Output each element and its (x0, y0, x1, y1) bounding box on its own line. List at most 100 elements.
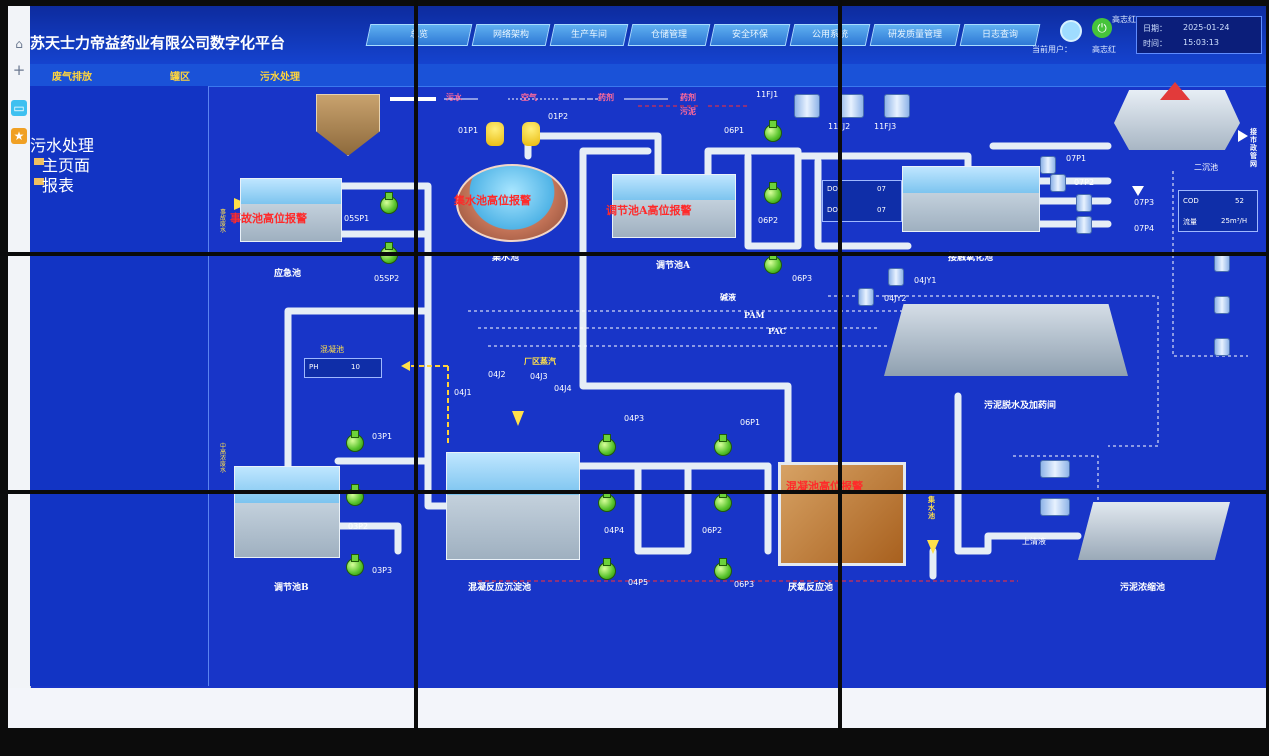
label-04p3: 04P3 (624, 414, 645, 423)
subtab-exhaust[interactable]: 废气排放 (52, 72, 92, 83)
collection-tank[interactable] (456, 164, 568, 242)
pump-04jy1-icon[interactable] (888, 268, 904, 286)
regulating-pool-b[interactable] (234, 466, 340, 558)
label-accident-inflow: 事故废水 (220, 209, 227, 234)
current-user-label: 当前用户： (1032, 45, 1072, 54)
plus-icon[interactable]: + (12, 61, 26, 79)
contact-oxidation-pool[interactable] (902, 166, 1040, 232)
regulating-pool-a[interactable] (612, 174, 736, 238)
pump-04p3-icon[interactable] (598, 434, 616, 456)
user-avatar-icon[interactable] (1060, 20, 1082, 42)
label-03p1: 03P1 (372, 432, 393, 441)
label-04j2: 04J2 (488, 370, 506, 379)
subtab-tank-farm[interactable]: 罐区 (170, 72, 190, 83)
ph-value: 10 (351, 363, 360, 371)
legend-acid-2: 药剂 (680, 92, 696, 102)
label-06p3-top: 06P3 (792, 274, 813, 283)
label-06p3-bottom: 06P3 (734, 580, 755, 589)
wall-display: ⌂ + ▭ ★ ⚙ 苏天士力帝益药业有限公司数字化平台 总览 网络架构 生产车间… (8, 6, 1266, 728)
fan-11fj3-icon[interactable] (884, 94, 910, 118)
pump-05sp1-icon[interactable] (380, 192, 398, 214)
label-01p1: 01P1 (458, 126, 479, 135)
pump-right-3-icon[interactable] (1214, 338, 1230, 356)
screen-icon[interactable]: ▭ (11, 100, 27, 116)
pump-06p3-bottom-icon[interactable] (714, 558, 732, 580)
fan-11fj2-icon[interactable] (838, 94, 864, 118)
legend-air: 空气 (521, 92, 537, 102)
wall-bezel-2 (838, 0, 842, 730)
label-anoxic-reactor: 厌氧反应池 (788, 583, 834, 593)
do1-value: 07 (877, 185, 886, 193)
pump-right-2-icon[interactable] (1214, 296, 1230, 314)
label-07p1: 07P1 (1066, 154, 1087, 163)
folder-icon (34, 158, 44, 165)
dewater-pump-2-icon[interactable] (1040, 498, 1070, 516)
label-coag-box: 混凝池 (320, 345, 344, 354)
pump-06p1-bottom-icon[interactable] (714, 434, 732, 456)
legend-acid: 药剂 (598, 92, 614, 102)
pump-06p1-top-icon[interactable] (764, 120, 782, 142)
label-05sp2: 05SP2 (374, 274, 400, 283)
time-value: 15:03:13 (1183, 38, 1219, 47)
label-pac: PAC (768, 326, 787, 336)
label-supernatant: 上清液 (1022, 537, 1046, 546)
dewater-pump-1-icon[interactable] (1040, 460, 1070, 478)
label-discharge: 接市政管网 (1250, 128, 1257, 168)
coag-settling-tank[interactable] (446, 452, 580, 560)
star-icon[interactable]: ★ (11, 128, 27, 144)
home-icon[interactable]: ⌂ (15, 37, 23, 51)
pump-06p3-top-icon[interactable] (764, 252, 782, 274)
label-emergency-pool: 应急池 (274, 269, 302, 279)
pump-07p4-icon[interactable] (1076, 216, 1092, 234)
blower-2-icon (522, 122, 540, 146)
pump-06p2-bottom-icon[interactable] (714, 490, 732, 512)
label-coag-settling: 混凝反应沉淀池 (468, 583, 532, 593)
pump-07p1-icon[interactable] (1040, 156, 1056, 174)
pump-03p1-icon[interactable] (346, 430, 364, 452)
label-11fj3: 11FJ3 (874, 122, 897, 131)
ph-label: PH (309, 363, 319, 371)
power-icon[interactable]: ⏻ (1092, 18, 1112, 38)
label-04j4: 04J4 (554, 384, 572, 393)
nav-item-report[interactable]: 报表 (42, 176, 75, 195)
alarm-regulating-a: 调节池A高位报警 (606, 204, 692, 217)
blower-1-icon (486, 122, 504, 146)
pump-03p3-icon[interactable] (346, 554, 364, 576)
nav-item-main[interactable]: 主页面 (42, 156, 91, 175)
label-06p1-top: 06P1 (724, 126, 745, 135)
label-06p2-bottom: 06P2 (702, 526, 723, 535)
pump-07p2-icon[interactable] (1050, 174, 1066, 192)
pump-04p5-icon[interactable] (598, 558, 616, 580)
label-plant-steam: 厂区蒸汽 (524, 357, 556, 366)
label-04jy1: 04JY1 (914, 276, 937, 285)
left-nav: 污水处理 主页面 报表 (30, 86, 209, 686)
subtab-wastewater[interactable]: 污水处理 (260, 72, 300, 83)
wall-bezel-4 (0, 490, 1269, 494)
fan-11fj1-icon[interactable] (794, 94, 820, 118)
anoxic-reactor[interactable] (778, 462, 906, 566)
label-thickener: 污泥浓缩池 (1120, 583, 1166, 593)
label-06p2-top: 06P2 (758, 216, 779, 225)
secondary-clarifier[interactable] (1114, 90, 1240, 150)
label-second-clarifier: 二沉池 (1194, 163, 1218, 172)
alarm-coag: 混凝池高位报警 (786, 480, 863, 493)
sub-nav-bar: 废气排放 罐区 污水处理 (30, 64, 1266, 87)
emergency-pool[interactable] (240, 178, 342, 242)
pump-07p3-icon[interactable] (1076, 194, 1092, 212)
pump-right-1-icon[interactable] (1214, 254, 1230, 272)
dewatering-building[interactable] (884, 304, 1128, 376)
thickener-tank[interactable] (1078, 502, 1230, 560)
datetime-panel: 日期： 2025-01-24 时间： 15:03:13 (1136, 16, 1262, 54)
label-07p2: 07P2 (1074, 178, 1095, 187)
label-07p3: 07P3 (1134, 198, 1155, 207)
pipe-network (234, 97, 1248, 582)
label-06p1-bottom: 06P1 (740, 418, 761, 427)
pump-06p2-top-icon[interactable] (764, 182, 782, 204)
wall-bezel-3 (0, 252, 1269, 256)
page-title: 苏天士力帝益药业有限公司数字化平台 (30, 34, 286, 52)
label-collection-tank: 集水池 (492, 253, 520, 263)
pump-04p4-icon[interactable] (598, 490, 616, 512)
pump-04jy2-icon[interactable] (858, 288, 874, 306)
flow-label: 流量 (1183, 218, 1197, 226)
label-05sp1: 05SP1 (344, 214, 370, 223)
